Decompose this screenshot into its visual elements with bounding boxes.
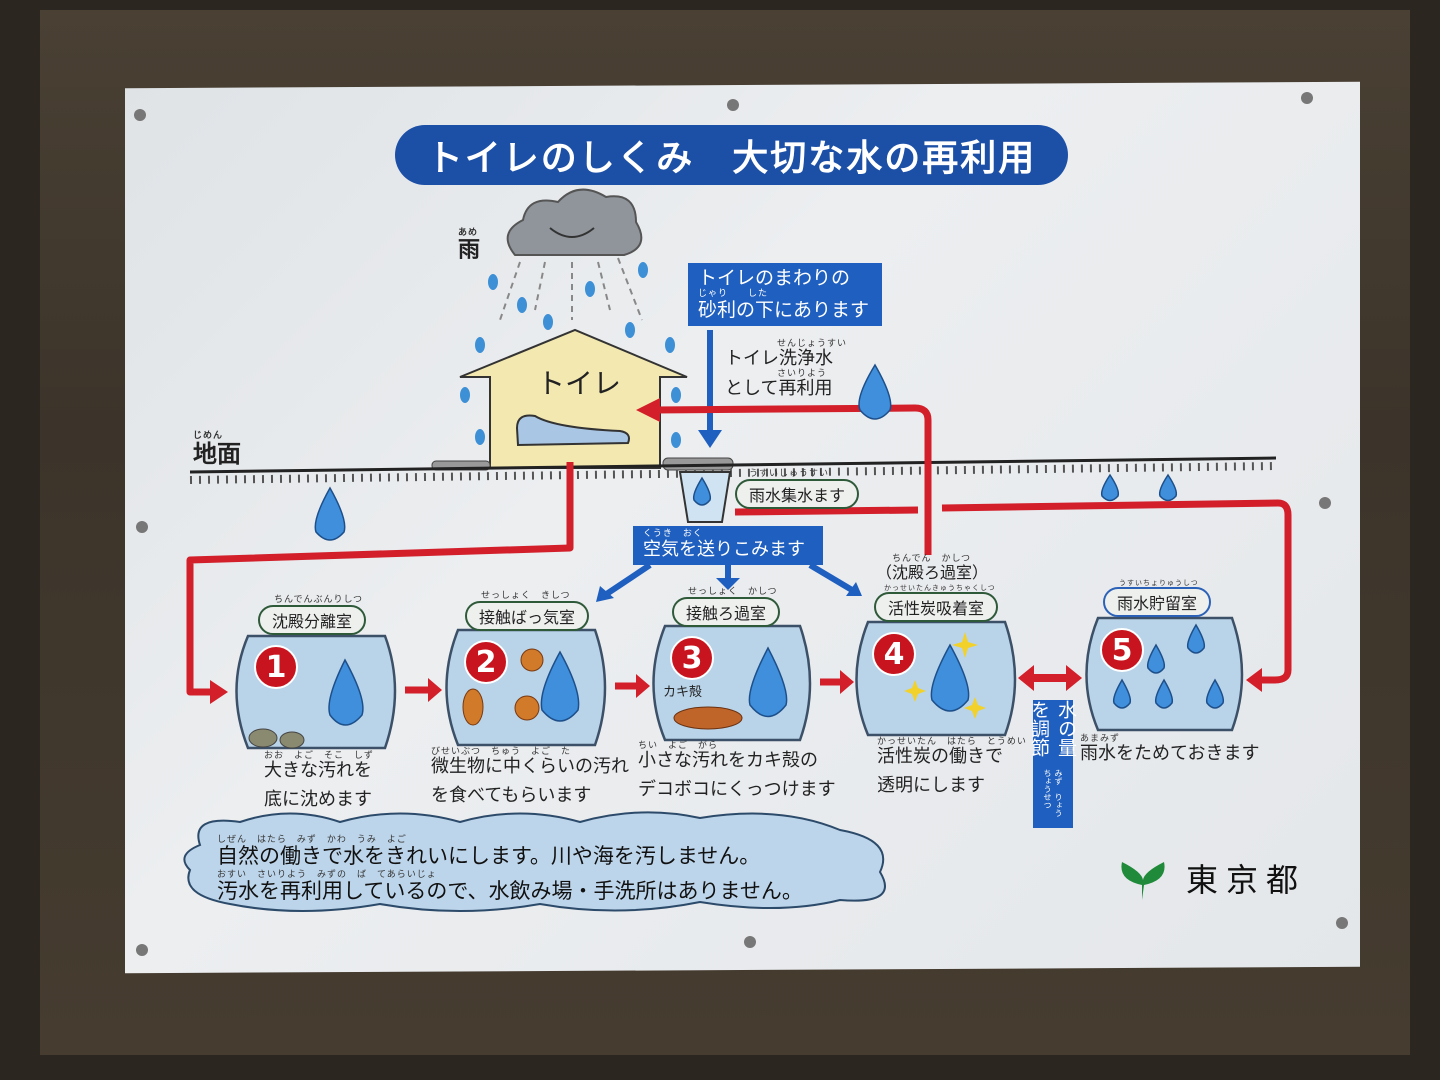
air-note: くうき おく 空気を送りこみます [633,526,823,565]
chamber-4-name: かっせいたんきゅうちゃくしつ活性炭吸着室 [874,585,999,622]
sludge-icon [248,728,305,749]
chamber-1-caption: おお よご そこ しず大きな汚れを底に沈めます [264,751,374,810]
chamber-tanks [235,616,1244,750]
oyster-shell-icon [673,706,743,730]
microbes-icon [462,648,544,726]
water-adjust-label: 水の量を調節みず りょう ちょうせつ [1028,700,1077,828]
bottom-message: しぜん はたら みず かわ うみ よご 自然の働きで水をきれいにします。川や海を… [217,835,803,904]
chamber-2-caption: びせいぶつ ちゅう よご た微生物に中くらいの汚れを食べてもらいます [431,747,629,806]
rain-cloud-icon [506,188,643,256]
gravel-note: トイレのまわりの じゃり した 砂利の下にあります [688,263,882,326]
ground-label: じめん地面 [193,431,241,468]
page-title: トイレのしくみ 大切な水の再利用 [395,125,1068,185]
screws [134,92,1348,956]
chamber-5-number: 5 [1100,628,1144,672]
oyster-shell-label: カキ殻 [663,685,703,700]
toilet-label: トイレ [537,367,622,400]
sparkle-icon [904,632,986,719]
air-arrows [603,562,854,598]
rain-label: あめ雨 [458,228,481,264]
pipe-lines [186,404,1292,696]
ground-line [189,456,1277,474]
ginkgo-logo-icon [1121,862,1165,900]
message-cloud [183,811,886,912]
rain-collector-label: うすいしゅうすい 雨水集水ます [735,470,860,509]
chamber-5-caption: あまみず雨水をためておきます [1080,734,1260,764]
raindrops-icon [460,262,681,448]
chamber-4-subname: ちんでん かしつ（沈殿ろ過室） [876,554,989,582]
chamber-3-caption: ちい よご がら小さな汚れをカキ殻のデコボコにくっつけます [638,741,836,800]
pipe-arrowheads [210,398,1262,704]
chamber-1-number: 1 [254,645,298,689]
droplet-characters-icon [314,363,1225,726]
rain-lines [499,257,643,321]
chamber-2-number: 2 [464,640,508,684]
chamber-5-name: うすいちょりゅうしつ雨水貯留室 [1103,580,1212,617]
toilet-house-icon [459,328,688,469]
reuse-note: せんじょうすい トイレ洗浄水 さいりよう として再利用 [725,339,848,399]
chamber-4-caption: かっせいたん はたら とうめい活性炭の働きで透明にします [877,737,1027,796]
chamber-3-name: せっしょく かしつ接触ろ過室 [672,588,781,627]
tokyo-logo-text: 東京都 [1186,861,1307,899]
ground-hatch [189,462,1277,484]
chamber-3-number: 3 [670,636,714,680]
chamber-2-name: せっしょく きしつ接触ばっ気室 [465,592,590,631]
chamber-4-number: 4 [872,632,916,676]
chamber-1-name: ちんでんぶんりしつ沈殿分離室 [258,596,367,635]
